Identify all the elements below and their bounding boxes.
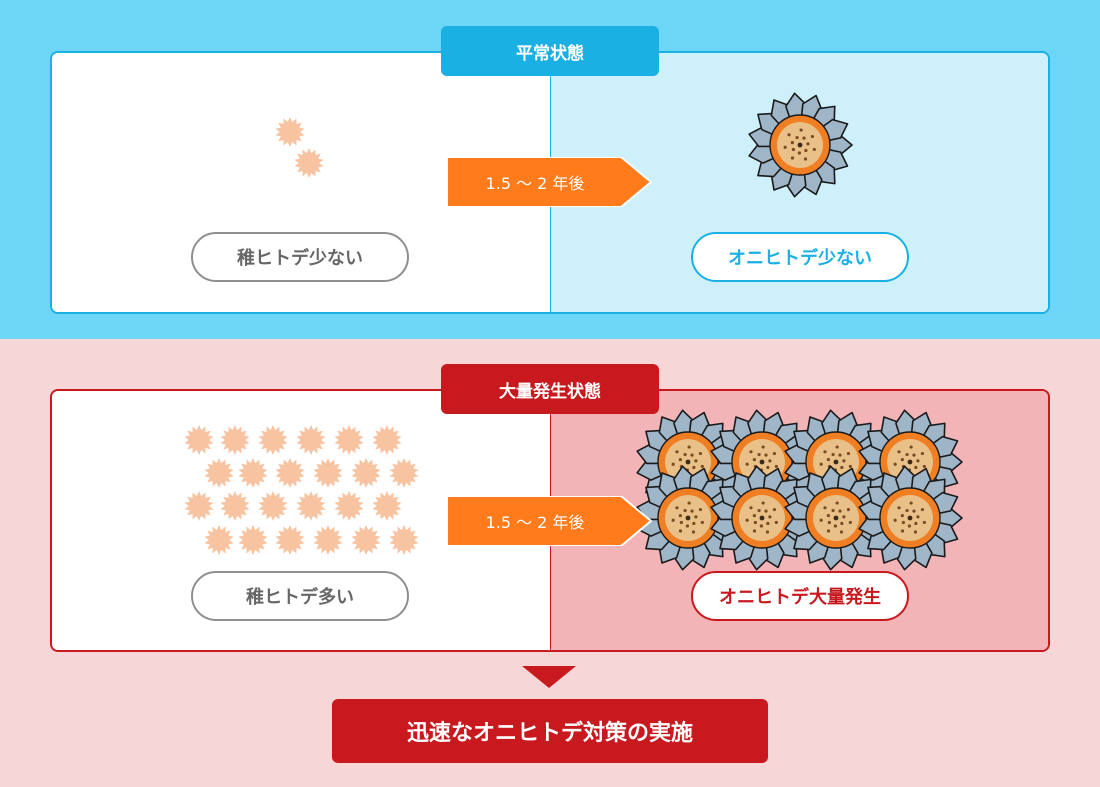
normal-arrow-label: 1.5 〜 2 年後: [485, 174, 585, 193]
juvenile-starfish-icon: [372, 425, 402, 455]
juvenile-starfish-icon: [258, 425, 288, 455]
juvenile-starfish-icon: [204, 458, 234, 488]
juvenile-starfish-icon: [313, 525, 343, 555]
juvenile-starfish-icon: [351, 525, 381, 555]
juvenile-starfish-icon: [220, 491, 250, 521]
juvenile-starfish-icon: [204, 525, 234, 555]
juvenile-starfish-icon: [334, 425, 364, 455]
juvenile-starfish-icon: [334, 491, 364, 521]
juvenile-starfish-icon: [389, 525, 419, 555]
down-arrow-icon: [522, 666, 576, 688]
juvenile-few-label: 稚ヒトデ少ない: [191, 232, 409, 282]
juvenile-starfish-icon: [294, 148, 324, 178]
normal-state-tab: 平常状態: [441, 26, 659, 76]
juvenile-starfish-icon: [389, 458, 419, 488]
juvenile-starfish-icon: [184, 491, 214, 521]
adult-few-label: オニヒトデ少ない: [691, 232, 909, 282]
normal-time-arrow: [447, 157, 653, 207]
juvenile-starfish-icon: [184, 425, 214, 455]
juvenile-starfish-icon: [296, 425, 326, 455]
juvenile-starfish-icon: [313, 458, 343, 488]
juvenile-starfish-icon: [275, 117, 305, 147]
juvenile-starfish-icon: [238, 525, 268, 555]
outbreak-state-tab: 大量発生状態: [441, 364, 659, 414]
juvenile-starfish-icon: [275, 458, 305, 488]
juvenile-starfish-icon: [238, 458, 268, 488]
juvenile-starfish-icon: [258, 491, 288, 521]
juvenile-starfish-icon: [220, 425, 250, 455]
juvenile-starfish-icon: [372, 491, 402, 521]
outbreak-arrow-label: 1.5 〜 2 年後: [485, 513, 585, 532]
adult-outbreak-label: オニヒトデ大量発生: [691, 571, 909, 621]
juvenile-starfish-icon: [351, 458, 381, 488]
crown-of-thorns-starfish-icon: [858, 465, 963, 571]
juvenile-many-label: 稚ヒトデ多い: [191, 571, 409, 621]
crown-of-thorns-starfish-icon: [710, 465, 815, 571]
juvenile-starfish-icon: [296, 491, 326, 521]
outbreak-time-arrow: [447, 496, 653, 546]
crown-of-thorns-starfish-icon: [748, 92, 853, 198]
juvenile-starfish-icon: [275, 525, 305, 555]
crown-of-thorns-starfish-icon: [784, 465, 889, 571]
action-banner: 迅速なオニヒトデ対策の実施: [332, 699, 768, 763]
